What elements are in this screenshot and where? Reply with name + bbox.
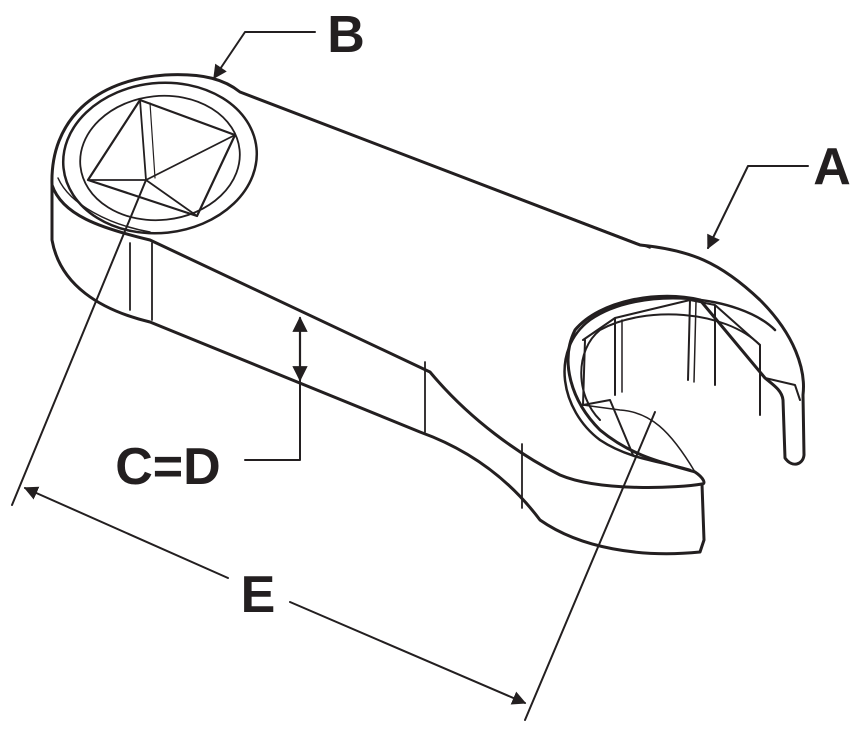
dimension-cd: C=D	[115, 316, 308, 496]
crowfoot-wrench-drawing	[50, 73, 806, 556]
label-cd: C=D	[115, 438, 220, 496]
dimension-b: B	[213, 6, 365, 80]
label-e: E	[241, 566, 276, 624]
dimension-e: E	[11, 179, 656, 721]
label-b: B	[327, 6, 365, 64]
dimension-a: A	[707, 138, 851, 250]
label-a: A	[813, 138, 851, 196]
